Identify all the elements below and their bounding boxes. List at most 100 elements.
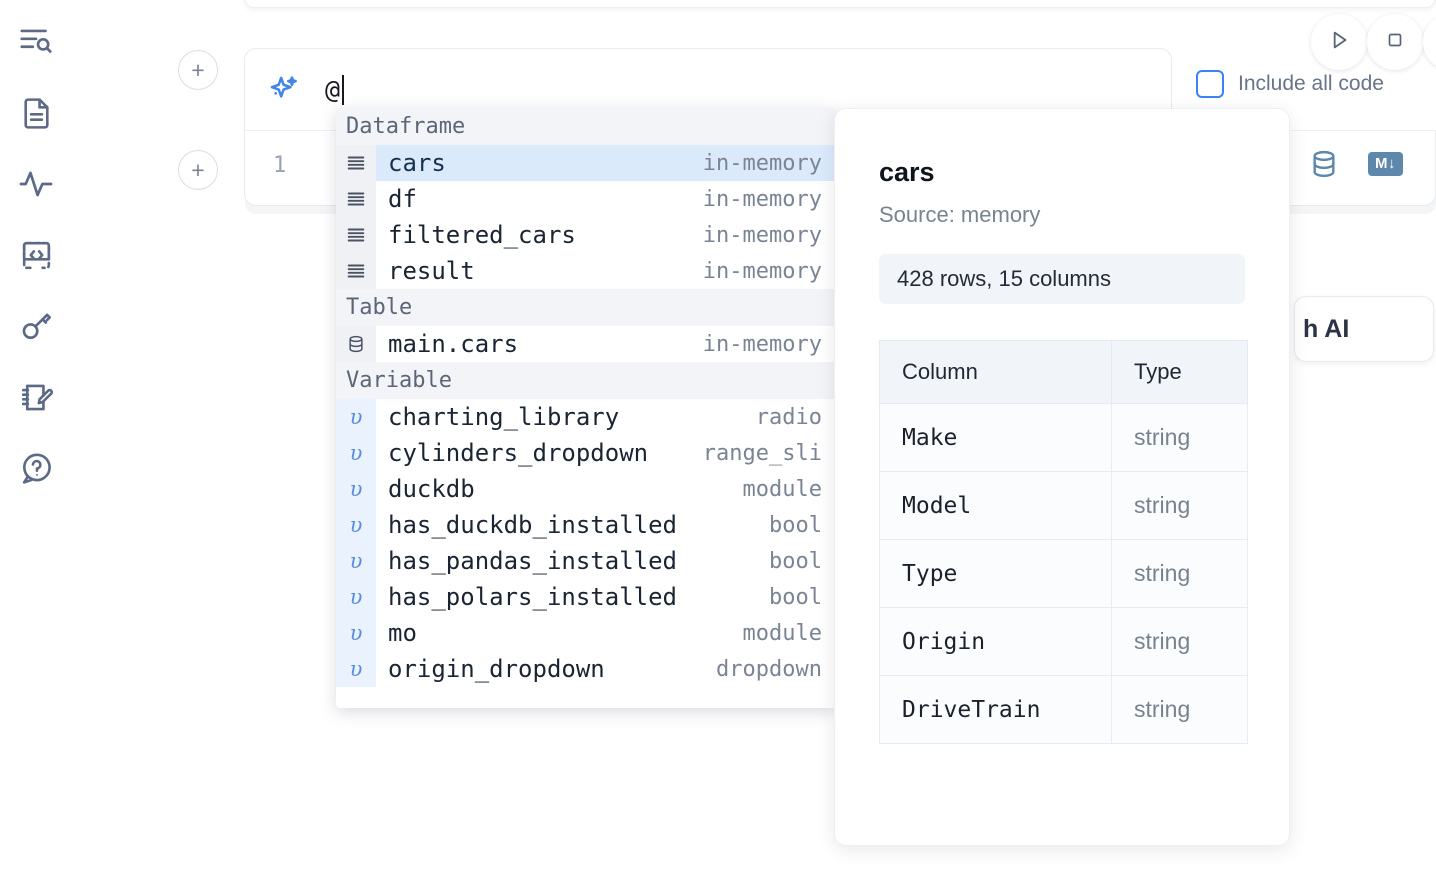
autocomplete-item-meta: range_sli bbox=[702, 440, 822, 466]
autocomplete-item-name: mo bbox=[388, 619, 417, 647]
autocomplete-item-meta: in-memory bbox=[702, 222, 822, 248]
code-brackets-icon bbox=[18, 237, 55, 274]
autocomplete-item-name: cylinders_dropdown bbox=[388, 439, 649, 467]
schema-type-header: Type bbox=[1111, 340, 1248, 404]
document-icon bbox=[18, 95, 55, 132]
sidebar-item-secrets[interactable] bbox=[13, 300, 59, 352]
autocomplete-item-meta: in-memory bbox=[702, 258, 822, 284]
table-rows-icon bbox=[336, 181, 376, 217]
include-all-code-label: Include all code bbox=[1238, 72, 1384, 95]
key-icon bbox=[17, 307, 55, 345]
sidebar-rail bbox=[0, 0, 72, 874]
dataframe-info-panel: cars Source: memory 428 rows, 15 columns… bbox=[834, 108, 1290, 846]
plus-icon: + bbox=[191, 156, 205, 183]
variable-upsilon-icon: υ bbox=[336, 543, 376, 579]
sidebar-item-snippets[interactable] bbox=[13, 229, 59, 281]
add-cell-below-button[interactable]: + bbox=[178, 150, 218, 190]
autocomplete-item-name: duckdb bbox=[388, 475, 475, 503]
autocomplete-item[interactable]: main.cars in-memory bbox=[336, 326, 836, 362]
autocomplete-group-header: Variable bbox=[336, 362, 836, 399]
list-search-icon bbox=[17, 23, 55, 61]
schema-column-name: Type bbox=[879, 539, 1112, 608]
autocomplete-item-meta: bool bbox=[769, 512, 822, 538]
autocomplete-item-name: has_duckdb_installed bbox=[388, 511, 677, 539]
notebook-edit-icon bbox=[18, 379, 55, 416]
markdown-badge[interactable]: M↓ bbox=[1368, 152, 1403, 176]
autocomplete-item-meta: bool bbox=[769, 548, 822, 574]
play-icon bbox=[1326, 27, 1352, 58]
sidebar-item-variables[interactable] bbox=[13, 158, 59, 210]
sidebar-item-scratchpad[interactable] bbox=[13, 371, 59, 423]
autocomplete-item-name: origin_dropdown bbox=[388, 655, 605, 683]
schema-column-type: string bbox=[1111, 607, 1248, 676]
variable-upsilon-icon: υ bbox=[336, 507, 376, 543]
add-cell-above-button[interactable]: + bbox=[178, 50, 218, 90]
autocomplete-item-name: df bbox=[388, 185, 417, 213]
run-button[interactable] bbox=[1311, 14, 1367, 70]
variable-upsilon-icon: υ bbox=[336, 435, 376, 471]
autocomplete-item-name: filtered_cars bbox=[388, 221, 576, 249]
autocomplete-item-name: result bbox=[388, 257, 475, 285]
table-rows-icon bbox=[336, 253, 376, 289]
autocomplete-item[interactable]: υ cylinders_dropdown range_sli bbox=[336, 435, 836, 471]
stop-square-icon bbox=[1383, 28, 1407, 57]
autocomplete-item-meta: in-memory bbox=[702, 150, 822, 176]
stop-button[interactable] bbox=[1367, 14, 1423, 70]
autocomplete-item-name: charting_library bbox=[388, 403, 620, 431]
table-rows-icon bbox=[336, 145, 376, 181]
autocomplete-item[interactable]: result in-memory bbox=[336, 253, 836, 289]
autocomplete-item-meta: bool bbox=[769, 584, 822, 610]
plus-icon: + bbox=[191, 56, 205, 83]
sidebar-item-outline-search[interactable] bbox=[13, 16, 59, 68]
ai-prompt-value: @ bbox=[325, 75, 341, 104]
autocomplete-item[interactable]: df in-memory bbox=[336, 181, 836, 217]
autocomplete-item-meta: module bbox=[742, 476, 822, 502]
autocomplete-group-header: Table bbox=[336, 289, 836, 326]
include-all-code-checkbox[interactable] bbox=[1196, 70, 1224, 98]
autocomplete-item-name: has_polars_installed bbox=[388, 583, 677, 611]
schema-column-header: Column bbox=[879, 340, 1112, 404]
ai-card-label: h AI bbox=[1303, 314, 1350, 343]
activity-pulse-icon bbox=[17, 165, 55, 203]
autocomplete-item[interactable]: υ has_duckdb_installed bool bbox=[336, 507, 836, 543]
autocomplete-item[interactable]: υ has_pandas_installed bool bbox=[336, 543, 836, 579]
previous-cell-card bbox=[244, 0, 1436, 8]
autocomplete-item-meta: in-memory bbox=[702, 331, 822, 357]
table-rows-icon bbox=[336, 217, 376, 253]
sidebar-item-files[interactable] bbox=[13, 87, 59, 139]
text-caret bbox=[341, 74, 344, 105]
ai-sparkles-icon bbox=[267, 73, 301, 107]
variable-upsilon-icon: υ bbox=[336, 471, 376, 507]
autocomplete-item-meta: module bbox=[742, 620, 822, 646]
database-icon[interactable] bbox=[1308, 147, 1340, 181]
ai-prompt-input[interactable]: @ bbox=[325, 74, 344, 105]
autocomplete-item-meta: in-memory bbox=[702, 186, 822, 212]
more-actions-button[interactable] bbox=[1423, 14, 1436, 70]
ai-suggestion-card[interactable]: h AI bbox=[1294, 296, 1434, 362]
schema-column-name: Origin bbox=[879, 607, 1112, 676]
line-number: 1 bbox=[273, 153, 287, 178]
autocomplete-item[interactable]: filtered_cars in-memory bbox=[336, 217, 836, 253]
autocomplete-item-name: main.cars bbox=[388, 330, 519, 358]
info-panel-source: Source: memory bbox=[879, 202, 1041, 227]
schema-column-type: string bbox=[1111, 403, 1248, 472]
database-icon bbox=[336, 326, 376, 362]
sidebar-item-help[interactable] bbox=[13, 442, 59, 494]
autocomplete-group-header: Dataframe bbox=[336, 108, 836, 145]
schema-column-name: Model bbox=[879, 471, 1112, 540]
autocomplete-item-name: has_pandas_installed bbox=[388, 547, 677, 575]
include-all-code-row[interactable]: Include all code bbox=[1196, 70, 1384, 98]
